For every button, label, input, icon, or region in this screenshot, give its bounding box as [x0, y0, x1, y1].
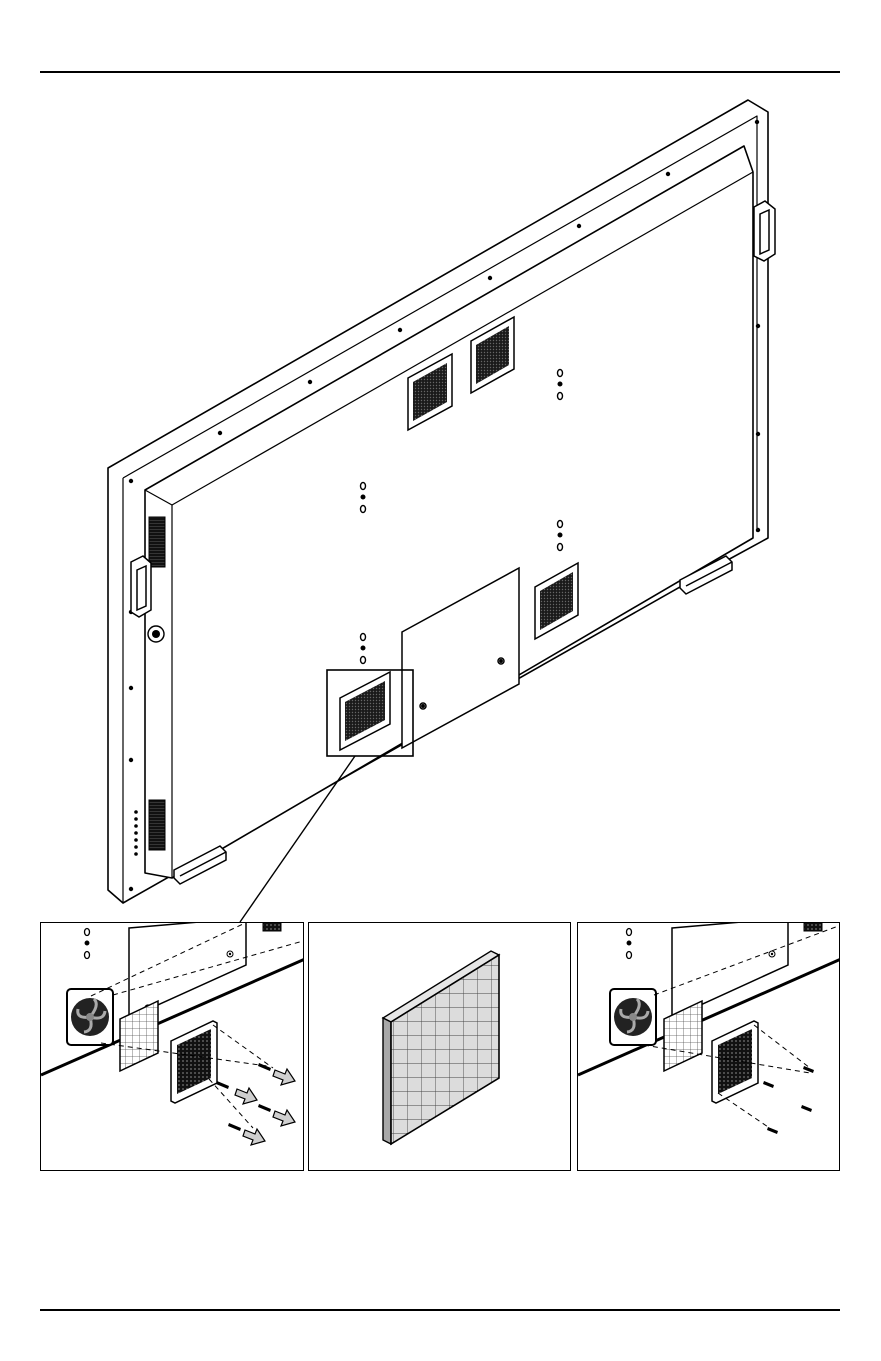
fan-icon	[67, 989, 113, 1045]
handle-right	[754, 201, 775, 261]
fan-filter	[120, 1001, 158, 1071]
fan-filter-enlarged	[383, 951, 499, 1144]
power-connector	[148, 626, 164, 642]
mounting-holes	[85, 929, 90, 959]
fan-grille-cover	[171, 1021, 217, 1103]
side-vent-lower	[149, 800, 165, 850]
connector-cover	[129, 923, 246, 1018]
screw-icons	[763, 1066, 814, 1134]
fan-filter	[664, 1001, 702, 1071]
fan-grille-cover	[712, 1021, 758, 1103]
mounting-holes	[627, 929, 632, 959]
rear-cabinet	[145, 146, 753, 878]
handle-left	[131, 556, 151, 617]
connector-cover	[672, 923, 788, 1018]
detail-panel-filter	[308, 922, 571, 1171]
side-vent-upper	[149, 517, 165, 567]
fan-icon	[610, 989, 656, 1045]
display-rear-illustration	[0, 0, 881, 930]
detail-panel-reinstall-filter	[577, 922, 840, 1171]
bottom-rule	[40, 1309, 840, 1311]
detail-panel-remove-filter	[40, 922, 304, 1171]
